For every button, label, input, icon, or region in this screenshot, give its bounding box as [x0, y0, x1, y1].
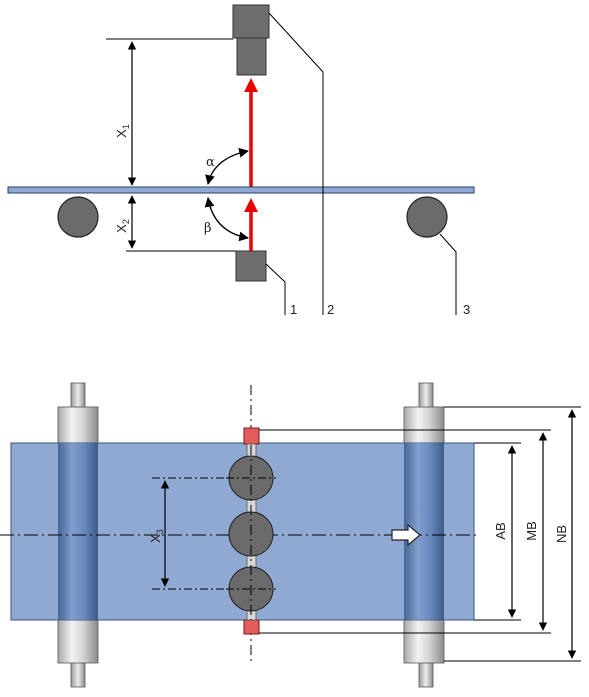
feed-direction-arrow: [391, 523, 421, 547]
callout-3-leader: [439, 233, 457, 315]
alpha-angle-arc: [205, 147, 249, 185]
right-roller: [406, 196, 448, 238]
lower-sensor: [235, 250, 267, 282]
sheet-strip: [7, 186, 475, 194]
callout-1-leader: [265, 263, 286, 315]
x3-label: X3: [148, 529, 165, 543]
beta-angle-arc: [204, 197, 249, 242]
callout-2-leader: [268, 12, 324, 315]
x2-label: X2: [114, 219, 131, 233]
top-edge-marker: [243, 427, 260, 445]
mb-label: MB: [524, 521, 539, 541]
alpha-label: α: [206, 155, 215, 170]
upper-laser-beam: [244, 78, 258, 188]
x1-label: X1: [114, 124, 131, 138]
bottom-edge-marker: [243, 619, 260, 635]
callout-2: 2: [327, 302, 334, 317]
callout-1: 1: [290, 302, 297, 317]
upper-sensor: [232, 4, 270, 76]
beta-label: β: [204, 221, 212, 236]
top-view: X1 X2 α β 1 2 3: [7, 4, 475, 317]
bottom-view: X3 AB MB NB: [0, 382, 581, 688]
nb-label: NB: [554, 525, 569, 543]
left-roller: [57, 196, 99, 238]
callout-3: 3: [463, 302, 470, 317]
lower-laser-beam: [244, 198, 258, 251]
ab-label: AB: [493, 522, 508, 539]
